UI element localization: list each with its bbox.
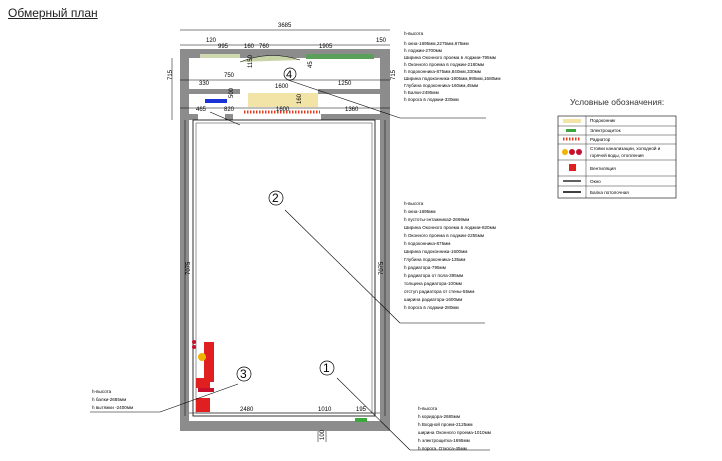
riser-yellow — [198, 353, 206, 361]
dim-v-1: 500 — [229, 87, 235, 98]
dim-v-3: 160 — [297, 93, 303, 104]
legend-label-2: Радиатор — [590, 137, 611, 142]
marker-4: 4 — [283, 67, 297, 81]
dim-row3-2: 820 — [224, 107, 235, 113]
dim-row3-1: 465 — [196, 107, 207, 113]
note-3: h-высота h балки-2685мм h вытяжки -2400м… — [92, 389, 133, 410]
dim-row3-4: 1360 — [345, 107, 359, 113]
dim-top-2: 995 — [218, 44, 229, 50]
marker-1: 1 — [319, 360, 335, 376]
svg-text:3: 3 — [240, 367, 247, 381]
svg-text:h электрощитка-1695мм: h электрощитка-1695мм — [418, 438, 470, 443]
svg-text:h Входной проем-2125мм: h Входной проем-2125мм — [418, 421, 473, 427]
dim-row2-4: 1250 — [338, 81, 352, 87]
svg-text:h лоджии-2700мм: h лоджии-2700мм — [404, 48, 442, 53]
top-window-sill — [306, 54, 374, 59]
dim-top-5: 1905 — [319, 44, 333, 50]
svg-text:ширина радиатора-1600мм: ширина радиатора-1600мм — [404, 297, 462, 302]
window-blue — [205, 99, 227, 103]
legend-label-4: Вентиляция — [590, 166, 616, 171]
svg-text:h порога. Откоса-45мм: h порога. Откоса-45мм — [418, 446, 467, 451]
dim-top-4: 760 — [259, 44, 270, 50]
svg-text:h подоконника-875мм,840мм,330м: h подоконника-875мм,840мм,330мм — [404, 69, 481, 74]
svg-text:Ширина Оконного проема в лоджи: Ширина Оконного проема в лоджии-820мм — [404, 225, 496, 230]
note-2: h-высота h окна-1695мм h пустоты-энтажни… — [404, 201, 496, 310]
svg-text:h балки-2685мм: h балки-2685мм — [92, 397, 126, 402]
dim-top-1: 120 — [206, 38, 217, 44]
svg-text:h вытяжки -2400мм: h вытяжки -2400мм — [92, 405, 133, 410]
svg-text:Глубина подоконника-160мм,45мм: Глубина подоконника-160мм,45мм — [404, 83, 478, 88]
legend-vent-swatch — [569, 164, 576, 171]
legend-title: Условные обозначения: — [570, 97, 665, 107]
svg-text:h окна-1695мм: h окна-1695мм — [404, 209, 436, 214]
dim-row2-3: 1600 — [275, 84, 289, 90]
legend-panel-swatch — [566, 129, 576, 132]
dim-main-right: 7075 — [379, 261, 385, 275]
svg-text:h Оконного проема в лоджии-225: h Оконного проема в лоджии-2255мм — [404, 233, 484, 238]
legend-label-3b: горячей воды, отопления — [590, 152, 644, 158]
svg-text:h порога в лоджии-280мм: h порога в лоджии-280мм — [404, 305, 459, 310]
svg-text:4: 4 — [286, 69, 292, 81]
svg-text:толщина радиатора-100мм: толщина радиатора-100мм — [404, 281, 462, 286]
dim-row2-2: 750 — [224, 73, 235, 79]
marker-2: 2 — [268, 190, 284, 206]
dim-side-1: 715 — [168, 69, 174, 80]
dim-v-4: 45 — [308, 61, 314, 68]
note-4: h-высота h окна-1695мм,2275мм,875мм h ло… — [404, 31, 501, 102]
svg-text:h коридора-2685мм: h коридора-2685мм — [418, 414, 460, 419]
dim-row2-1: 330 — [199, 81, 210, 87]
svg-text:h пустоты-энтажника2-2669мм: h пустоты-энтажника2-2669мм — [404, 217, 469, 222]
dim-bottom-1: 2480 — [240, 407, 254, 413]
dim-top-6: 150 — [376, 38, 387, 44]
legend-label-6: Балка потолочная — [590, 190, 629, 195]
svg-text:Ширина подоконника-1905мм,995м: Ширина подоконника-1905мм,995мм,1680мм — [404, 76, 501, 81]
legend: Подоконник Электрощиток Радиатор Стояки … — [557, 115, 677, 199]
svg-text:h радиатора от пола-395мм: h радиатора от пола-395мм — [404, 273, 463, 278]
electric-panel — [355, 418, 367, 422]
svg-text:отступ радиатора от стены-55мм: отступ радиатора от стены-55мм — [404, 289, 474, 294]
svg-text:h радиатора-795мм: h радиатора-795мм — [404, 265, 446, 270]
legend-label-1: Электрощиток — [590, 128, 622, 133]
svg-text:Ширина подоконника-1600мм: Ширина подоконника-1600мм — [404, 249, 467, 254]
svg-text:h порога в лоджии-330мм: h порога в лоджии-330мм — [404, 97, 459, 102]
dim-top-total: 3685 — [278, 23, 292, 29]
dim-v-2: 1150 — [248, 54, 254, 68]
legend-sill-swatch — [563, 119, 581, 123]
loggia-sill — [248, 93, 318, 107]
legend-label-0: Подоконник — [590, 118, 616, 123]
dim-main-left: 7075 — [186, 261, 192, 275]
svg-text:1: 1 — [323, 361, 330, 375]
dim-bottom-3: 195 — [356, 407, 367, 413]
marker-3: 3 — [236, 366, 252, 382]
ventilation — [204, 342, 214, 382]
svg-text:h окна-1695мм,2275мм,875мм: h окна-1695мм,2275мм,875мм — [404, 41, 469, 46]
svg-text:Глубина подоконника-135мм: Глубина подоконника-135мм — [404, 257, 465, 262]
dim-row3-3: 1600 — [276, 107, 290, 113]
dim-bottom-notch: 100 — [320, 429, 326, 440]
svg-text:h Балки-2495мм: h Балки-2495мм — [404, 90, 439, 95]
dim-top-3: 160 — [244, 44, 255, 50]
svg-text:2: 2 — [272, 191, 279, 205]
svg-text:Ширина Оконного проема в лоджи: Ширина Оконного проема в лоджии-795мм — [404, 55, 496, 60]
svg-text:ширина Оконного проема-1010мм: ширина Оконного проема-1010мм — [418, 430, 491, 435]
svg-text:h-высота: h-высота — [92, 389, 112, 394]
svg-text:h-высота: h-высота — [404, 201, 424, 206]
page-title: Обмерный план — [8, 6, 98, 20]
dim-bottom-2: 1010 — [318, 407, 332, 413]
note-1: h-высота h коридора-2685мм h Входной про… — [418, 406, 491, 451]
legend-label-5: Окно — [590, 179, 601, 184]
dim-side-2: 715 — [391, 69, 397, 80]
svg-text:h Оконного проема в лоджии-218: h Оконного проема в лоджии-2180мм — [404, 62, 484, 67]
svg-text:h-высота: h-высота — [404, 31, 424, 36]
svg-text:h-высота: h-высота — [418, 406, 438, 411]
legend-label-3a: Стояки канализации, холодной и — [590, 145, 661, 151]
svg-text:h подоконника-875мм: h подоконника-875мм — [404, 241, 450, 246]
